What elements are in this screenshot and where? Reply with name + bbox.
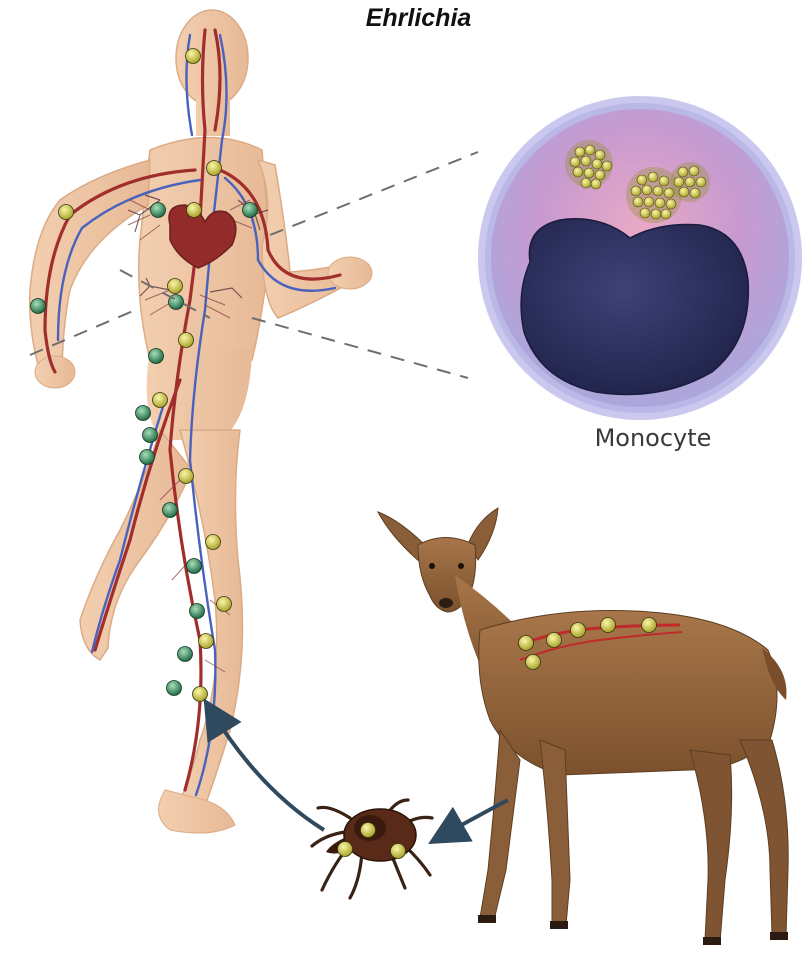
morula-3 <box>670 162 710 202</box>
tick-icon <box>312 800 432 898</box>
monocyte-cell-icon <box>478 96 802 420</box>
human-figure-icon <box>30 10 372 833</box>
deer-icon <box>378 508 788 945</box>
monocyte-label: Monocyte <box>568 424 738 452</box>
